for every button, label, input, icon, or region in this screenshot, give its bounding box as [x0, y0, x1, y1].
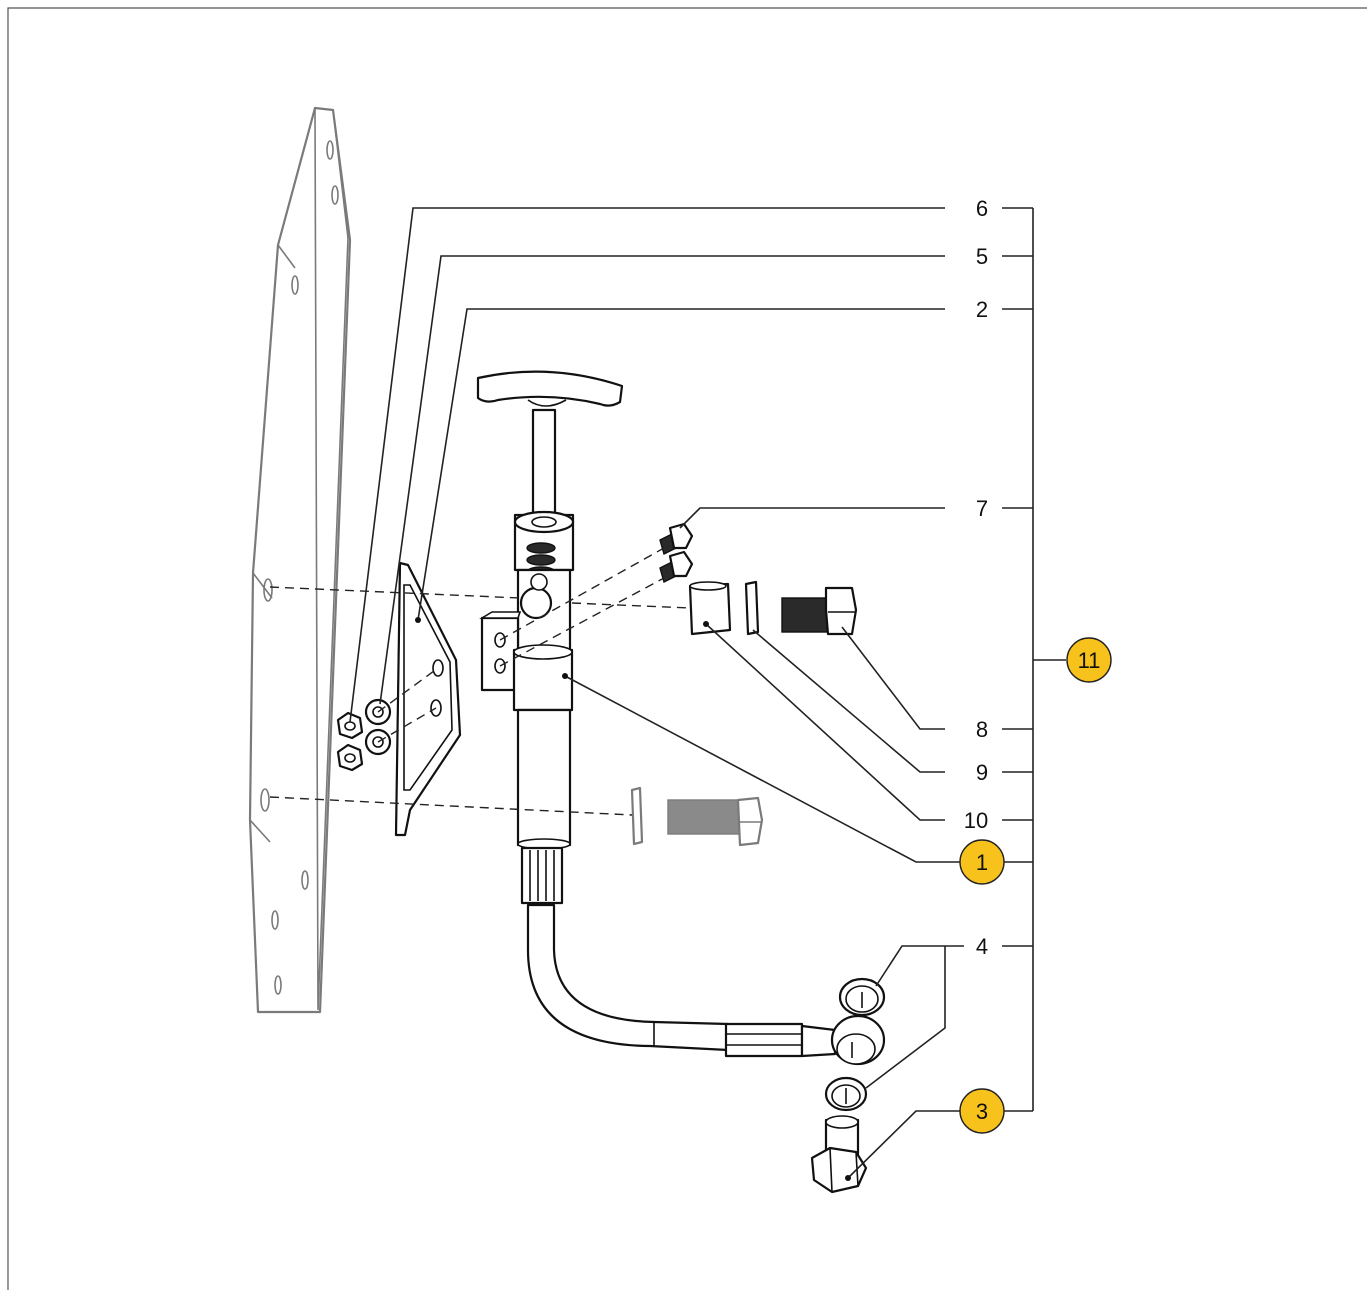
callout-labels: 6 5 2 7 8 9 10 1 4 3 11	[959, 196, 1112, 1134]
group-bracket	[1002, 207, 1066, 1112]
callout-11: 11	[1078, 648, 1101, 673]
callout-1-badge	[959, 839, 1005, 885]
nuts-and-washers	[336, 698, 392, 772]
callout-11-badge	[1066, 637, 1112, 683]
callout-1: 1	[976, 850, 988, 875]
callout-3: 3	[976, 1099, 988, 1124]
spacer-washer-bolt	[688, 580, 858, 636]
callout-6: 6	[976, 196, 988, 221]
callout-5: 5	[976, 244, 988, 269]
pump-body	[476, 370, 624, 905]
callout-3-badge	[959, 1088, 1005, 1134]
ghost-bolt-lower	[630, 786, 764, 847]
bracket	[394, 561, 462, 837]
callout-7: 7	[976, 496, 988, 521]
hose-washers	[824, 977, 886, 1112]
callout-4: 4	[976, 934, 988, 959]
callout-8: 8	[976, 717, 988, 742]
callout-9: 9	[976, 760, 988, 785]
callout-10: 10	[964, 808, 988, 833]
mounting-plate	[248, 106, 352, 1014]
small-bolts	[659, 522, 694, 584]
leader-lines	[349, 207, 964, 1181]
callout-2: 2	[976, 297, 988, 322]
hose-assembly	[526, 903, 886, 1066]
banjo-bolt	[810, 1115, 868, 1194]
page-frame	[7, 7, 1367, 1290]
